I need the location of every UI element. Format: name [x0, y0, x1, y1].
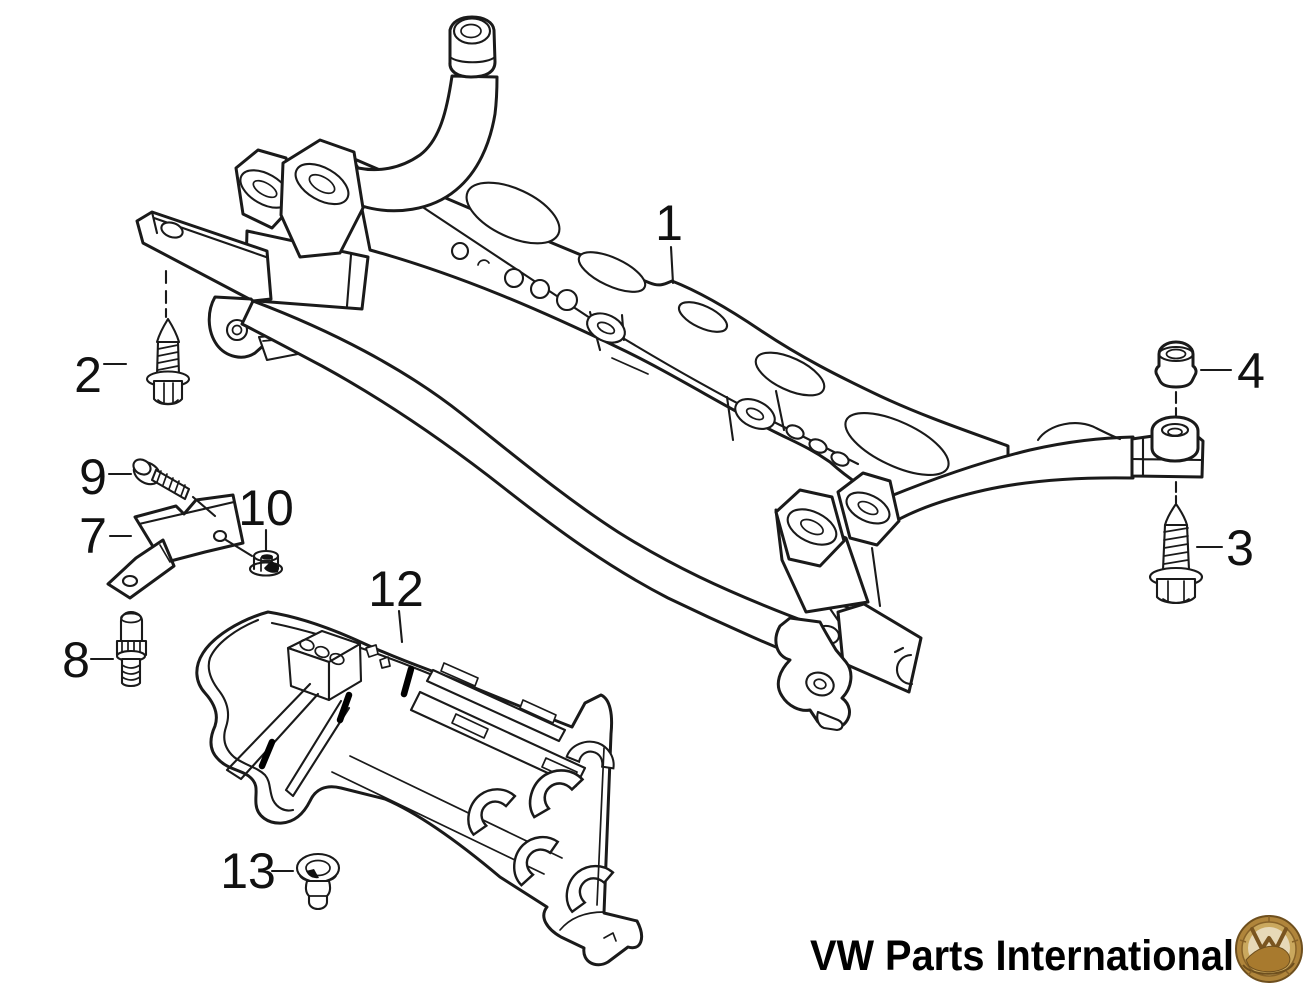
rubber-grommet-4	[1154, 340, 1198, 418]
rear-crossmember	[350, 156, 1010, 504]
rail-slot-bracket-right	[725, 389, 786, 442]
callout-2: 2	[74, 347, 102, 403]
cutout-oval-d	[754, 351, 826, 397]
hole-6	[808, 438, 828, 454]
hole-4	[555, 288, 579, 312]
plate-foot-lines	[559, 911, 617, 942]
front-left-bar	[135, 210, 273, 303]
callout-13: 13	[220, 843, 276, 899]
bracket-7-hole	[212, 529, 228, 543]
cutout-oval-b	[577, 251, 647, 293]
callout-10: 10	[238, 480, 294, 536]
bold-tick-3	[258, 738, 276, 770]
callout-4: 4	[1237, 343, 1265, 399]
plate-wedge	[225, 682, 320, 781]
hole-5	[785, 424, 805, 440]
callout-12: 12	[368, 561, 424, 617]
bold-tick-1	[400, 665, 415, 698]
hole-2	[503, 267, 525, 289]
hole-7	[830, 451, 850, 467]
callout-1-leader	[669, 245, 675, 285]
plate-pedestal	[286, 629, 363, 702]
right-arm	[884, 415, 1205, 524]
crossmember-lip-line	[611, 357, 649, 375]
cutout-oval-c	[677, 301, 729, 333]
block-bushing	[1150, 415, 1200, 463]
screw-2	[145, 269, 191, 406]
callout-8: 8	[62, 632, 90, 688]
bolt-9-leader	[191, 495, 217, 518]
cutout-oval-a	[465, 181, 561, 245]
brand-logo	[1235, 915, 1303, 983]
center-right-mount	[836, 471, 901, 547]
front-left-mount	[279, 138, 365, 259]
plate-inner-left	[207, 618, 295, 812]
callout-9: 9	[79, 449, 107, 505]
callout-7: 7	[79, 508, 107, 564]
left-bushing-mounts	[234, 138, 370, 311]
center-bushing-mounts	[774, 471, 901, 628]
ridge-band-1	[425, 668, 567, 743]
bar-hole	[160, 221, 184, 239]
rail-slot-bracket-left	[586, 310, 626, 352]
callout-3: 3	[1226, 520, 1254, 576]
hole-3	[529, 278, 551, 300]
cutout-oval-e	[844, 412, 950, 476]
callout-1: 1	[655, 195, 683, 251]
skid-plate	[195, 610, 644, 967]
plate-small-hole-2	[379, 656, 391, 669]
hole-1	[450, 241, 470, 261]
screw-13	[295, 852, 341, 911]
tube-end-block	[814, 602, 923, 694]
bracket-7	[106, 493, 254, 600]
hole-mark	[477, 259, 490, 266]
nut-10	[248, 549, 284, 577]
stabilizer-hook-bracket	[774, 616, 853, 732]
callout-12-leader	[397, 609, 404, 644]
top-bushing	[448, 15, 497, 79]
plate-right-inner	[596, 747, 605, 906]
bracket-to-nut-leader	[224, 538, 254, 558]
watermark: VW Parts International	[810, 915, 1303, 983]
bolt-9	[132, 458, 217, 518]
bold-tick-2	[336, 691, 353, 724]
screw-3	[1148, 480, 1204, 605]
hook-foot	[816, 710, 844, 732]
top-mount-arm	[350, 15, 499, 213]
watermark-text: VW Parts International	[810, 932, 1234, 980]
stud-8	[115, 610, 148, 688]
center-left-mount	[774, 488, 846, 568]
c-notch	[893, 646, 914, 686]
arm-hump-line	[1036, 422, 1122, 442]
callouts: 1 2 3 4 7 8 9 10 12 13	[62, 195, 1265, 899]
bracket-7-wing	[106, 538, 176, 600]
plate-small-hole-1	[365, 644, 379, 658]
right-mount-block	[1130, 415, 1205, 479]
